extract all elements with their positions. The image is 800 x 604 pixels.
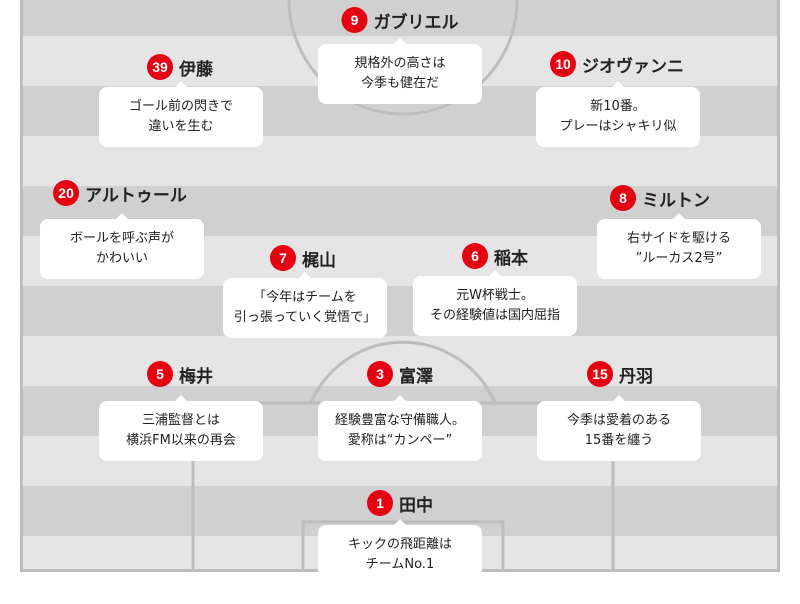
player-number-badge: 10 [550, 51, 576, 77]
penalty-arc [309, 340, 497, 404]
player-label: 9 ガブリエル [341, 7, 459, 33]
player-name: 富澤 [399, 366, 433, 387]
player-name: ミルトン [642, 190, 710, 211]
player-comment-bubble: ボールを呼ぶ声が かわいい [40, 213, 204, 279]
player-name: 梅井 [179, 366, 213, 387]
player-comment-bubble: キックの飛距離は チームNo.1 [318, 519, 482, 585]
player-comment-bubble: 規格外の高さは 今季も健在だ [318, 38, 482, 104]
player-label: 1 田中 [367, 490, 433, 516]
player-name: 伊藤 [179, 59, 213, 80]
player-label: 3 富澤 [367, 361, 433, 387]
player-label: 15 丹羽 [587, 361, 653, 387]
player-comment-bubble: 元W杯戦士。 その経験値は国内屈指 [413, 270, 577, 336]
player-comment-bubble: 経験豊富な守備職人。 愛称は“カンペー” [318, 395, 482, 461]
player-label: 20 アルトゥール [53, 180, 187, 206]
player-name: 丹羽 [619, 366, 653, 387]
player-name: ガブリエル [373, 12, 459, 33]
player-number-badge: 15 [587, 361, 613, 387]
player-comment-bubble: 新10番。 プレーはシャキリ似 [536, 81, 700, 147]
player-number-badge: 20 [53, 180, 80, 206]
center-circle [287, 0, 519, 116]
player-comment-bubble: 「今年はチームを 引っ張っていく覚悟で」 [223, 272, 387, 338]
player-label: 8 ミルトン [610, 185, 710, 211]
player-name: 稲本 [494, 248, 528, 269]
player-number-badge: 3 [367, 361, 393, 387]
player-label: 10 ジオヴァンニ [550, 51, 684, 77]
player-comment-bubble: ゴール前の閃きで 違いを生む [99, 81, 263, 147]
player-name: 田中 [399, 495, 433, 516]
player-number-badge: 9 [341, 7, 368, 33]
player-name: ジオヴァンニ [582, 56, 684, 77]
player-number-badge: 6 [462, 243, 488, 269]
player-label: 5 梅井 [147, 361, 213, 387]
player-comment-bubble: 今季は愛着のある 15番を纏う [537, 395, 701, 461]
player-label: 39 伊藤 [147, 54, 213, 80]
player-number-badge: 5 [147, 361, 173, 387]
player-number-badge: 1 [367, 490, 393, 516]
player-number-badge: 8 [610, 185, 636, 211]
player-label: 7 梶山 [270, 245, 336, 271]
player-name: アルトゥール [85, 185, 187, 206]
player-label: 6 稲本 [462, 243, 528, 269]
player-number-badge: 7 [270, 245, 296, 271]
player-number-badge: 39 [147, 54, 173, 80]
player-comment-bubble: 三浦監督とは 横浜FM以来の再会 [99, 395, 263, 461]
player-comment-bubble: 右サイドを駆ける ”ルーカス2号” [597, 213, 761, 279]
player-name: 梶山 [302, 250, 336, 271]
